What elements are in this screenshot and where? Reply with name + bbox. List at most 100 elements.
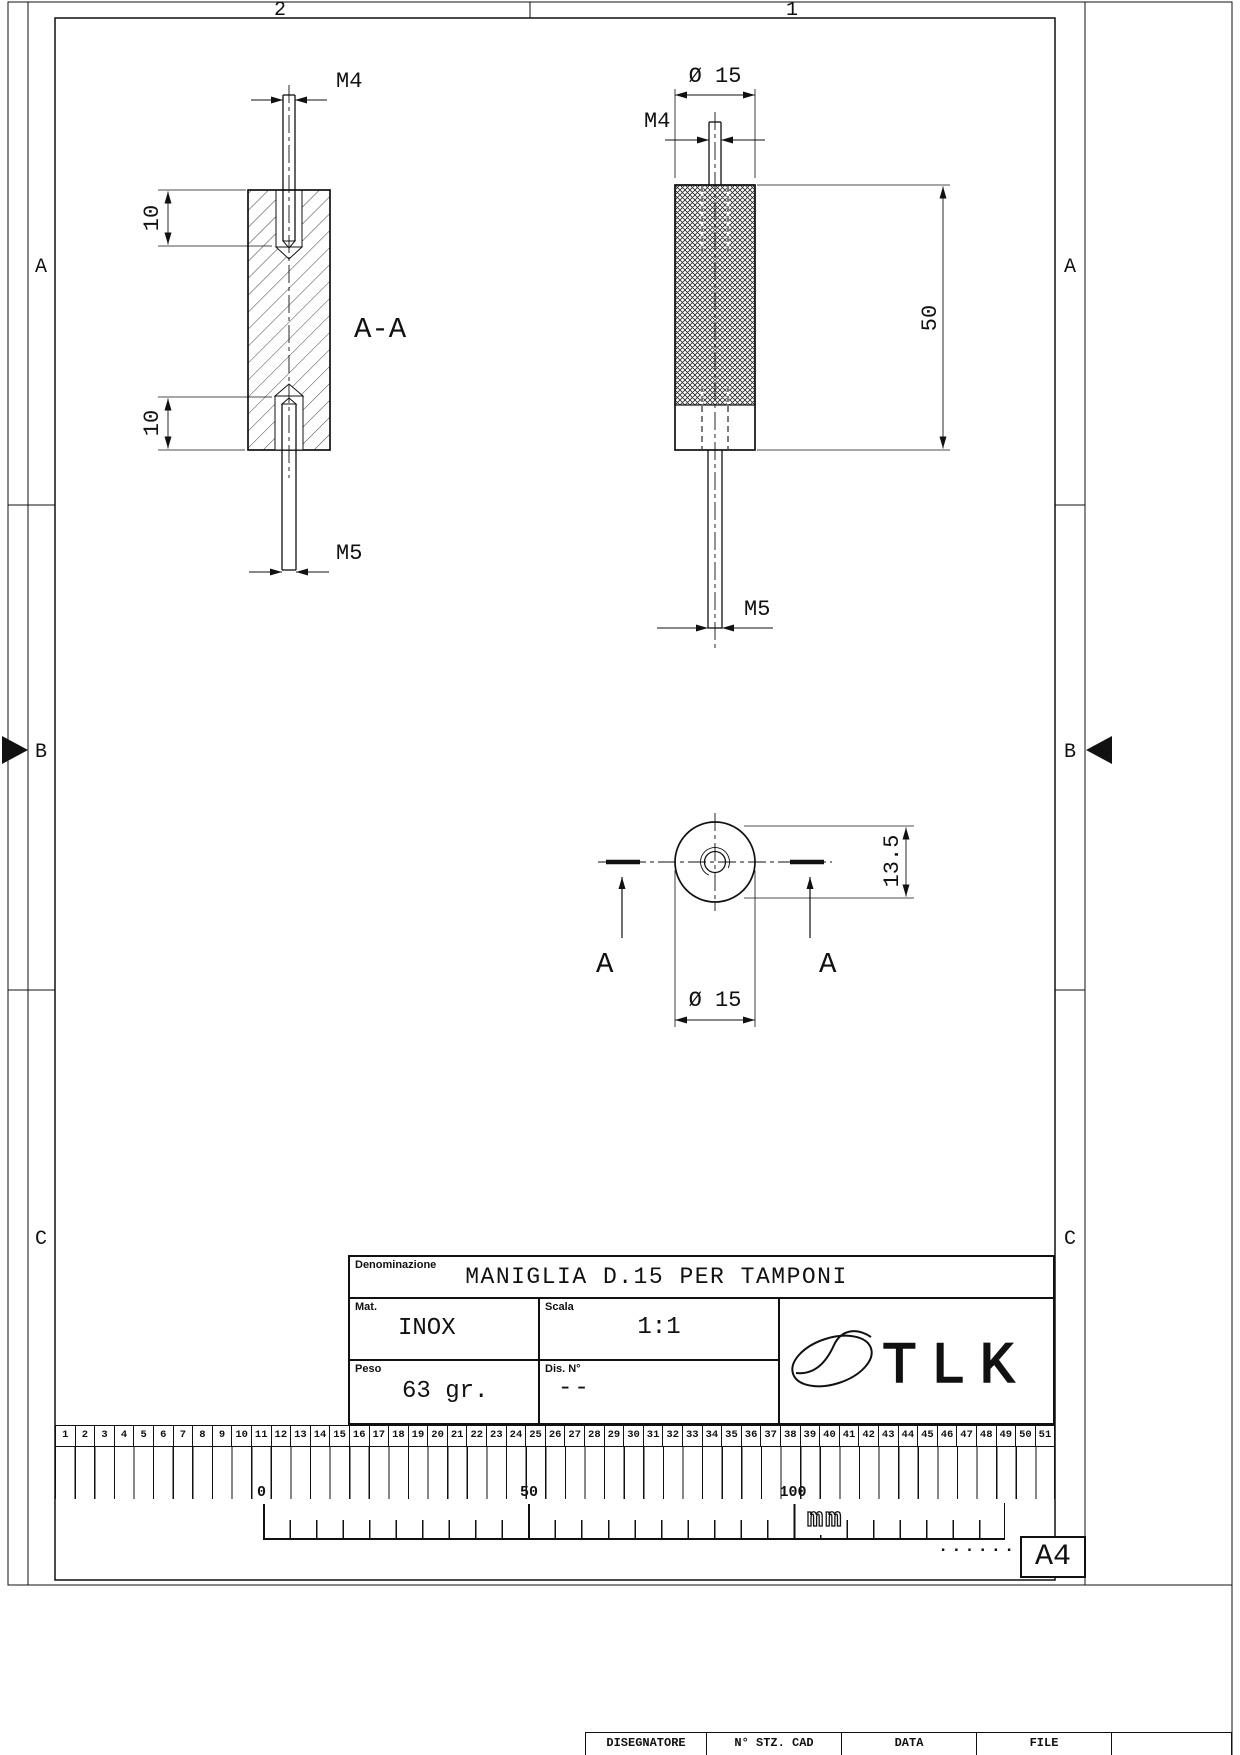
ruler-cell: 13 [290,1426,310,1446]
dim-label-across-flats: 13.5 [880,835,905,888]
zone-row-c-right: C [1064,1228,1076,1251]
ruler-comb [55,1447,1055,1499]
logo-swoosh-icon [795,1330,872,1375]
zone-row-a-left: A [35,256,47,279]
ruler-cell: 21 [446,1426,467,1446]
ruler-cell: 9 [211,1426,232,1446]
scale-label: Scala [545,1301,574,1313]
ruler-cell: 14 [309,1426,330,1446]
ruler-cell: 35 [721,1426,741,1446]
drawing-number-value: -- [558,1375,591,1402]
dim-label-m4-section: M4 [336,69,362,94]
footer-cell-disegnatore: DISEGNATORE [606,1736,686,1750]
ruler-cell: 45 [917,1426,937,1446]
ruler-cell: 23 [486,1426,506,1446]
material-label: Mat. [355,1301,377,1313]
footer-cell-empty [1111,1733,1231,1755]
drawing-number-label: Dis. N° [545,1363,581,1375]
dim-label-depth-bottom: 10 [140,410,165,436]
section-label: A-A [354,313,407,346]
center-marks [2,736,1112,764]
ruler-cell: 34 [701,1426,722,1446]
title-block-drawing-number-cell: Dis. N° -- [540,1359,780,1423]
footer-strip: DISEGNATORE N° STZ. CAD DATA FILE [585,1732,1232,1755]
denominazione-label: Denominazione [355,1259,437,1271]
title-block-weight-cell: Peso 63 gr. [350,1359,540,1423]
ruler-cell: 28 [584,1426,604,1446]
ruler-cell: 10 [231,1426,251,1446]
dots-placeholder: ...... [938,1538,1018,1557]
ruler-cell: 41 [838,1426,859,1446]
ruler-cell: 49 [995,1426,1016,1446]
ruler-cell: 31 [642,1426,663,1446]
title-block-logo-cell: TLK [780,1297,1053,1423]
ruler-cell: 29 [603,1426,624,1446]
sheet-format-box: A4 [1020,1536,1086,1578]
zone-row-b-left: B [35,741,47,764]
ruler-cell: 44 [897,1426,918,1446]
dim-label-depth-top: 10 [140,205,165,231]
ruler-cell: 11 [250,1426,271,1446]
ruler-cell: 22 [466,1426,486,1446]
scale-unit-label: mm [804,1504,847,1536]
front-view: Ø 15 M4 50 M5 [644,64,950,650]
ruler-cell: 43 [877,1426,898,1446]
zone-row-c-left: C [35,1228,47,1251]
ruler-cell: 27 [564,1426,584,1446]
footer-cell-stz-cad: N° STZ. CAD [706,1733,841,1755]
zone-col-2: 2 [274,0,286,22]
footer-cell-file: FILE [976,1733,1111,1755]
scale-value: 1:1 [637,1314,681,1341]
ruler-cell: 39 [799,1426,820,1446]
title-block-material-cell: Mat. INOX [350,1297,540,1359]
ruler-cell: 38 [779,1426,800,1446]
weight-value: 63 gr. [402,1378,489,1405]
dim-label-length: 50 [918,305,943,331]
dim-label-m5-section: M5 [336,541,362,566]
ruler-cell: 1 [62,1429,69,1441]
material-value: INOX [398,1315,456,1342]
ruler-cell: 36 [740,1426,761,1446]
ruler-cell: 16 [348,1426,369,1446]
ruler-cell: 42 [858,1426,878,1446]
ruler-cell: 5 [133,1426,153,1446]
ruler-cell: 7 [172,1426,193,1446]
company-logo: TLK [791,1330,1028,1401]
title-block: Denominazione MANIGLIA D.15 PER TAMPONI … [348,1255,1055,1425]
dim-label-diameter-top: Ø 15 [689,988,742,1013]
ruler-cell: 19 [407,1426,428,1446]
weight-label: Peso [355,1363,382,1375]
ruler-cell: 40 [819,1426,839,1446]
section-arrow-label-right: A [819,948,837,981]
center-mark-left-icon [2,736,28,764]
scale-bar: 0 50 100 [257,1484,1005,1540]
ruler-cell: 46 [936,1426,957,1446]
zone-col-1: 1 [786,0,798,22]
ruler-cell: 24 [505,1426,526,1446]
ruler-cell: 48 [975,1426,996,1446]
ruler-cell: 15 [329,1426,349,1446]
ruler-cell: 50 [1015,1426,1035,1446]
dim-label-diameter-front: Ø 15 [689,64,742,89]
dim-label-m5-front: M5 [744,597,770,622]
title-block-scale-cell: Scala 1:1 [540,1297,780,1359]
ruler-cell: 26 [544,1426,565,1446]
scale-label-0: 0 [257,1484,267,1501]
ruler-cell: 51 [1034,1426,1055,1446]
ruler-cell: 37 [760,1426,780,1446]
ruler-cell: 2 [74,1426,95,1446]
dim-label-m4-front: M4 [644,109,670,134]
section-arrow-label-left: A [596,948,614,981]
ruler-cell: 32 [662,1426,682,1446]
sheet-frame [7,1,1233,1755]
logo-text: TLK [882,1335,1028,1400]
ruler-cell: 18 [388,1426,408,1446]
scale-label-100: 100 [779,1484,807,1501]
drawing-title: MANIGLIA D.15 PER TAMPONI [465,1264,848,1290]
scale-ticks-major [263,1504,1004,1538]
section-view: M4 10 10 A-A M5 [140,69,407,576]
zone-labels: 2 1 A B C A B C [35,0,1076,1251]
